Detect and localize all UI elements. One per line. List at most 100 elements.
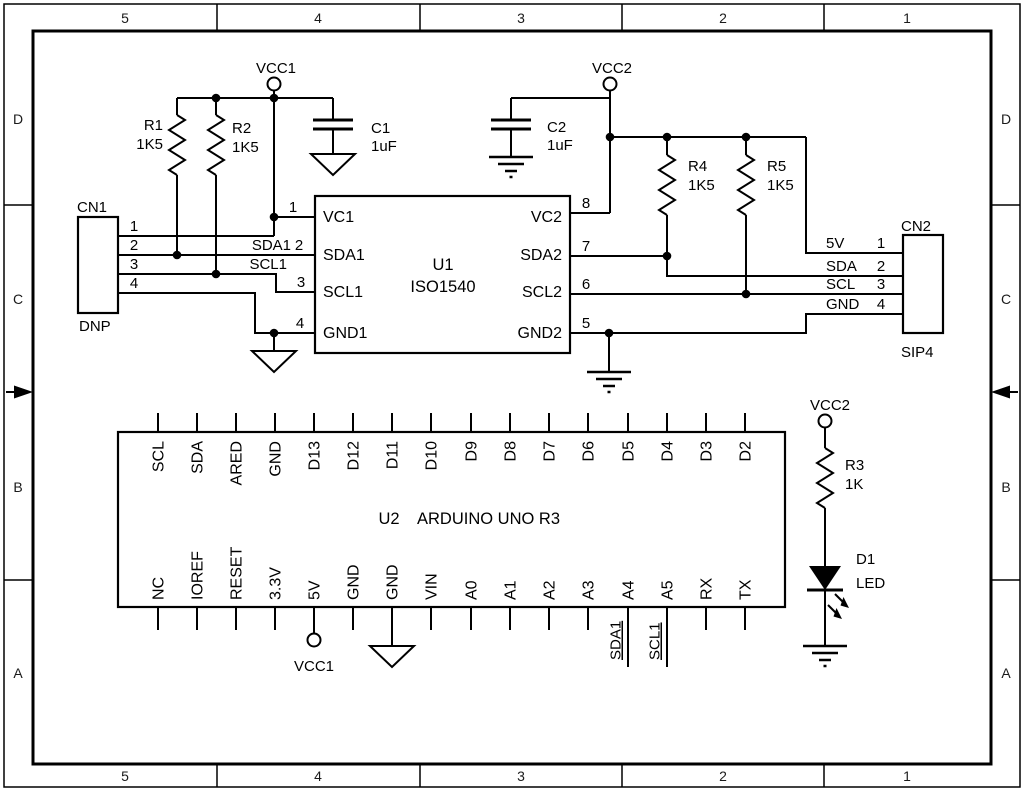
cn2-sip4-label: SIP4	[901, 344, 934, 361]
capacitor-c2: C2 1uF	[491, 118, 573, 154]
u1-pin-name-gnd1: GND1	[323, 325, 368, 342]
frame-col-label-top-3: 3	[517, 10, 525, 26]
cn1-dnp-label: DNP	[79, 318, 111, 335]
u1-pin8-number: 8	[582, 195, 590, 212]
r4-value-label: 1K5	[688, 177, 715, 194]
r3-ref-label: R3	[845, 457, 864, 474]
u1-pin-name-gnd2: GND2	[518, 325, 563, 342]
r1-value-label: 1K5	[136, 136, 163, 153]
u2-pin-label-d7: D7	[542, 441, 559, 462]
frame-col-label-top-4: 4	[314, 10, 322, 26]
u2-top-pin-stubs	[157, 413, 746, 432]
cn1-ref-label: CN1	[77, 199, 107, 216]
u2-pin-label-gnd-1: GND	[346, 564, 363, 600]
u2-pin-label-nc: NC	[151, 577, 168, 600]
d1-value-label: LED	[856, 575, 885, 592]
ground-bars-c2	[487, 155, 535, 179]
cn2-net-gnd: GND	[826, 296, 860, 313]
resistor-r5: R5 1K5	[736, 154, 794, 216]
u1-pin2-number: 2	[295, 237, 303, 254]
u2-pin-label-d5: D5	[621, 441, 638, 462]
cn2-ref-label: CN2	[901, 218, 931, 235]
frame-row-label-left-a: A	[13, 665, 23, 681]
u2-pin-label-d9: D9	[464, 441, 481, 462]
center-mark-right-arrow	[991, 385, 1018, 399]
u1-pin6-number: 6	[582, 276, 590, 293]
r1-ref-label: R1	[144, 117, 163, 134]
resistor-r2: R2 1K5	[206, 114, 259, 176]
net-label-sda1: SDA1	[252, 237, 291, 254]
connector-cn2: CN2 SIP4 5V SDA SCL GND 1 2 3 4	[826, 218, 945, 361]
u2-pin-label-3v3: 3.3V	[268, 567, 285, 600]
u2-part-label: ARDUINO UNO R3	[417, 510, 560, 528]
vcc2-led-label: VCC2	[810, 397, 850, 414]
frame-row-label-left-b: B	[13, 479, 22, 495]
net-label-scl1: SCL1	[249, 256, 287, 273]
r5-ref-label: R5	[767, 158, 786, 175]
power-port-vcc1-top: VCC1	[256, 60, 296, 92]
cn1-pin4-number: 4	[130, 275, 138, 292]
u1-pin3-number: 3	[297, 274, 305, 291]
u2-pin-label-a1: A1	[503, 580, 520, 600]
u2-ref-label: U2	[378, 510, 399, 528]
ground-arrow-u2	[369, 635, 415, 668]
cn1-pin1-number: 1	[130, 218, 138, 235]
u2-pin-label-d4: D4	[660, 441, 677, 462]
ic-u1: U1 ISO1540 VC1 SDA1 SCL1 GND1 VC2 SDA2 S…	[289, 194, 590, 355]
u2-pin-label-d13: D13	[307, 441, 324, 470]
c2-value-label: 1uF	[547, 137, 573, 154]
sheet-frame-border	[3, 3, 1021, 788]
u2-pin-label-rx: RX	[699, 577, 716, 600]
wires	[118, 91, 903, 646]
u2-pin-label-sda: SDA	[190, 441, 207, 474]
u2-pin-label-d2: D2	[738, 441, 755, 462]
frame-col-label-bottom-1: 1	[903, 768, 911, 784]
frame-col-label-bottom-4: 4	[314, 768, 322, 784]
led-light-arrows	[827, 593, 849, 619]
u2-pin-label-tx: TX	[738, 579, 755, 600]
d1-ref-label: D1	[856, 551, 875, 568]
u2-pin-label-a3: A3	[581, 580, 598, 600]
u2-bottom-pin-labels: NC IOREF RESET 3.3V 5V GND GND VIN A0 A1…	[151, 546, 755, 600]
u1-ref-label: U1	[432, 256, 453, 274]
vcc1-bottom-label: VCC1	[294, 658, 334, 675]
u2-pin-label-ioref: IOREF	[190, 551, 207, 600]
led-d1: D1 LED	[807, 551, 885, 619]
frame-col-label-bottom-5: 5	[121, 768, 129, 784]
frame-row-label-right-b: B	[1001, 479, 1010, 495]
u1-pin1-number: 1	[289, 199, 297, 216]
c1-value-label: 1uF	[371, 138, 397, 155]
capacitor-c1: C1 1uF	[313, 118, 397, 155]
u2-pin-label-gnd-top: GND	[268, 441, 285, 477]
u2-pin-label-d8: D8	[503, 441, 520, 462]
frame-col-label-bottom-3: 3	[517, 768, 525, 784]
ground-arrow-gnd1	[251, 340, 297, 373]
cn1-pin3-number: 3	[130, 256, 138, 273]
frame-row-label-right-a: A	[1001, 665, 1011, 681]
c2-ref-label: C2	[547, 119, 566, 136]
ground-bars-led	[801, 644, 849, 668]
u1-pin-name-scl2: SCL2	[522, 284, 562, 301]
frame-row-label-left-d: D	[13, 111, 23, 127]
net-label-scl1-a5: SCL1	[647, 622, 664, 660]
cn2-pin4-number: 4	[877, 296, 885, 313]
u1-pin-name-sda1: SDA1	[323, 247, 365, 264]
u2-pin-label-5v: 5V	[307, 580, 324, 600]
u2-pin-label-d3: D3	[699, 441, 716, 462]
power-port-vcc1-bottom: VCC1	[294, 632, 334, 675]
u2-pin-label-reset: RESET	[229, 546, 246, 600]
u2-pin-label-a4: A4	[621, 580, 638, 600]
u1-pin-name-scl1: SCL1	[323, 284, 363, 301]
ic-u2-arduino: U2 ARDUINO UNO R3 SCL SDA ARED GND D13 D…	[116, 413, 787, 667]
power-port-vcc2-led: VCC2	[810, 397, 850, 429]
u2-pin-label-a0: A0	[464, 580, 481, 600]
connector-cn1: CN1 DNP 1 2 3 4	[76, 199, 138, 335]
frame-row-label-left-c: C	[13, 291, 23, 307]
cn2-net-scl: SCL	[826, 276, 855, 293]
center-mark-left-arrow	[6, 385, 33, 399]
u1-part-label: ISO1540	[410, 278, 475, 296]
junction-dots	[172, 93, 751, 338]
r5-value-label: 1K5	[767, 177, 794, 194]
